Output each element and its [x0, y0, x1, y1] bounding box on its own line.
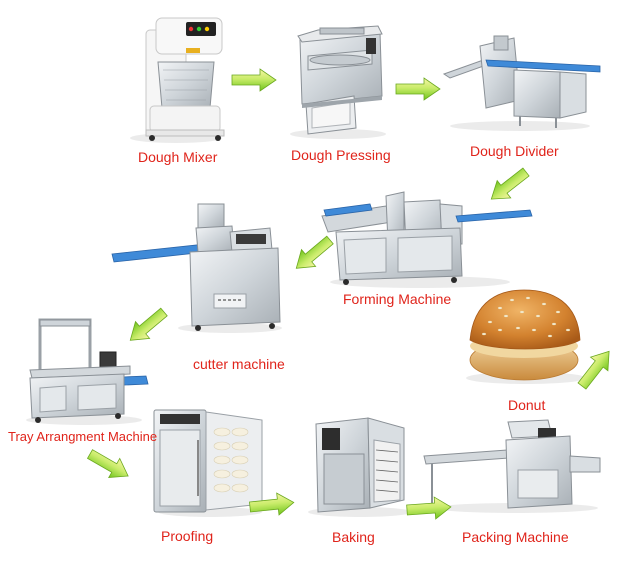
flow-arrow-icon — [395, 77, 441, 101]
label-dough-pressing: Dough Pressing — [291, 147, 391, 163]
flow-arrow-icon — [288, 231, 338, 278]
tray-arrangment-machine — [26, 318, 149, 425]
forming-machine — [321, 191, 533, 288]
label-tray-arrangment-machine: Tray Arrangment Machine — [8, 429, 158, 444]
packing-machine — [423, 419, 601, 513]
flow-arrow-icon — [572, 344, 619, 394]
flow-arrow-icon — [484, 162, 534, 209]
dough-divider-machine — [442, 35, 601, 131]
label-dough-mixer: Dough Mixer — [138, 149, 218, 165]
proofing-cabinet — [153, 409, 263, 517]
flow-arrow-icon — [84, 444, 135, 486]
cutter-machine — [111, 203, 282, 333]
label-donut: Donut — [508, 397, 546, 413]
label-packing-machine: Packing Machine — [462, 529, 569, 545]
label-forming-machine: Forming Machine — [343, 291, 452, 307]
label-dough-divider: Dough Divider — [470, 143, 559, 159]
flow-arrow-icon — [122, 303, 172, 350]
dough-pressing-machine — [290, 25, 386, 139]
label-cutter-machine: cutter machine — [193, 356, 285, 372]
flow-arrow-icon — [231, 68, 277, 92]
label-proofing: Proofing — [161, 528, 214, 544]
rotary-baking-oven — [308, 417, 412, 517]
sesame-bun-icon — [466, 289, 586, 384]
label-baking: Baking — [332, 529, 375, 545]
flow-arrow-icon — [405, 495, 453, 522]
dough-mixer-machine — [130, 17, 225, 143]
